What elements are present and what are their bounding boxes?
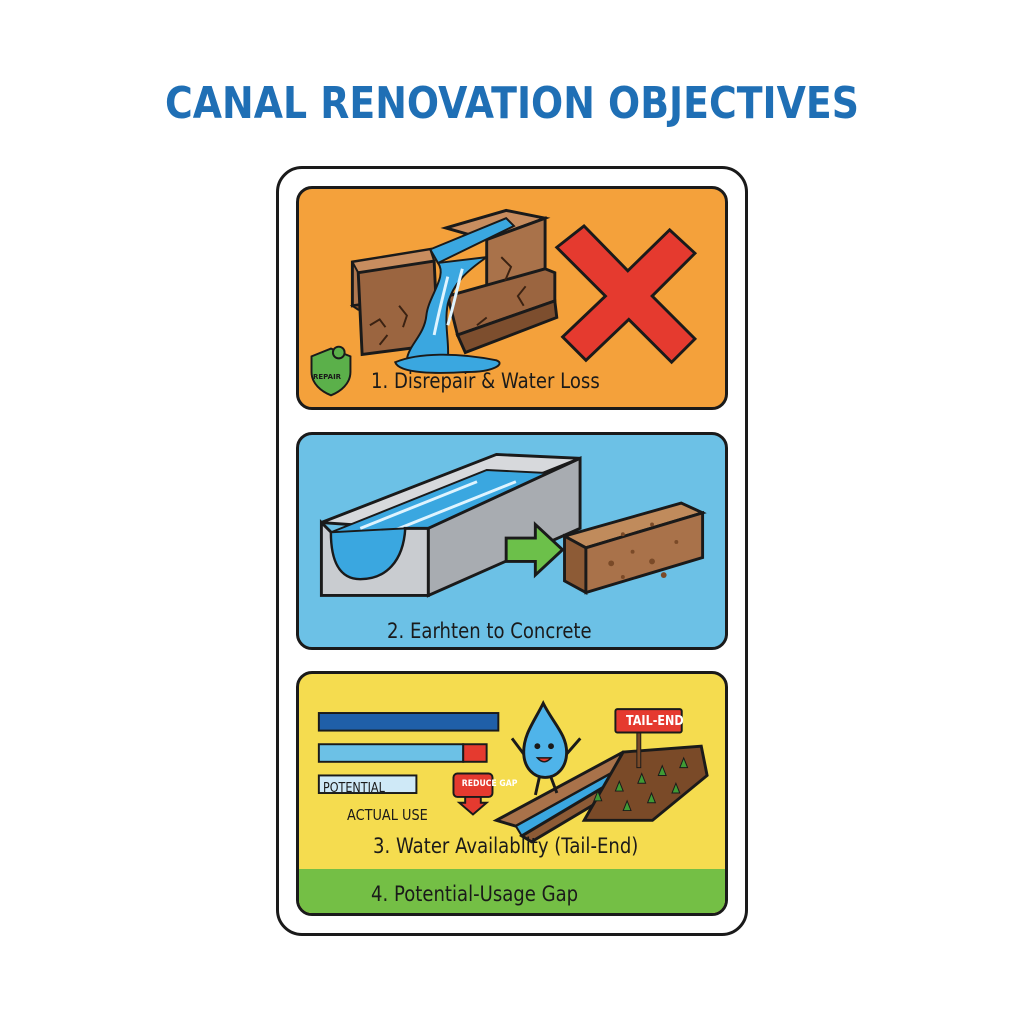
cross-icon [554,224,698,365]
repair-badge-label: REPAIR [313,373,342,381]
caption-water-availability: 3. Water Availablity (Tail-End) [373,834,639,858]
water-availability-illustration [317,699,709,844]
water-drop-mascot-icon [510,699,582,796]
footer-band [299,869,725,913]
actual-bar [317,743,465,763]
bar-label-potential: POTENTIAL [323,781,385,796]
caption-disrepair: 1. Disrepair & Water Loss [371,369,600,393]
panel-disrepair: REPAIR 1. Disrepair & Water Loss [296,186,728,410]
gap-bar [462,743,488,763]
reduce-gap-tag: REDUCE GAP [461,779,518,789]
tail-end-sign: TAIL-END [626,714,684,729]
page-title: CANAL RENOVATION OBJECTIVES [164,78,860,129]
arrow-right-icon [504,521,565,579]
broken-canal-illustration [310,208,698,397]
panel-concrete: 2. Earhten to Concrete [296,432,728,650]
caption-concrete: 2. Earhten to Concrete [387,619,592,643]
repair-shield-icon [310,345,352,397]
down-arrow-icon [456,795,490,816]
bar-label-actual: ACTUAL USE [347,806,428,824]
potential-label-box [317,774,418,794]
panel-water-availability: POTENTIAL ACTUAL USE REDUCE GAP TAIL-END… [296,671,728,916]
potential-bar [317,712,500,732]
concrete-canal-illustration [319,452,707,598]
caption-usage-gap: 4. Potential-Usage Gap [371,882,579,906]
